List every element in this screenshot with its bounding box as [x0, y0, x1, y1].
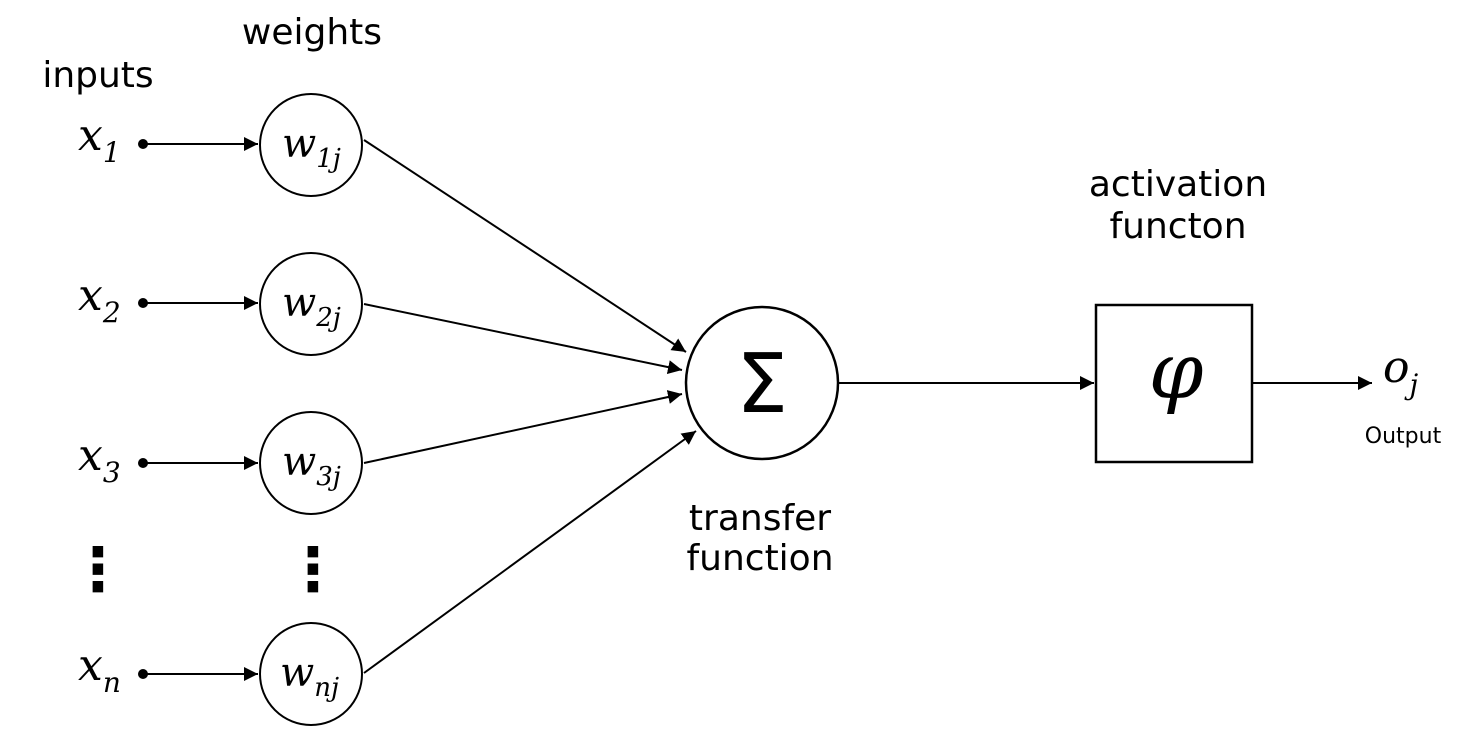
output-caption: Output: [1365, 424, 1442, 449]
input-x3: x3: [78, 430, 121, 489]
sigma-symbol: Σ: [736, 337, 788, 432]
activation-function-box: [1094, 303, 1254, 464]
input-row-n: xn wnj: [78, 622, 363, 726]
weight-node-2: [259, 252, 363, 356]
transfer-label-line2: function: [686, 538, 833, 579]
weight-node-n: [259, 622, 363, 726]
activation-label-line2: functon: [1109, 206, 1246, 247]
input-xn: xn: [78, 640, 121, 699]
input-x1: x1: [78, 110, 121, 169]
weight-w1j: w1j: [282, 121, 341, 174]
weight-to-sum-arrow-n: [363, 430, 697, 674]
weight-w3j: w3j: [282, 439, 341, 492]
weight-to-sum-arrow-1: [363, 139, 687, 353]
inputs-ellipsis: ⋮: [68, 535, 128, 605]
inputs-heading: inputs: [42, 55, 153, 96]
weight-to-sum-arrow-2: [363, 303, 683, 375]
activation-label-line1: activation: [1089, 164, 1267, 205]
weight-node-3: [259, 411, 363, 515]
input-row-3: x3 w3j: [78, 411, 363, 515]
weight-to-sum-arrow-3: [363, 390, 683, 464]
transfer-label-line1: transfer: [689, 498, 831, 539]
input-row-2: x2 w2j: [78, 252, 363, 356]
input-x2: x2: [78, 270, 121, 329]
weights-heading: weights: [242, 12, 382, 53]
weight-w2j: w2j: [282, 280, 341, 333]
weights-ellipsis: ⋮: [283, 535, 343, 605]
weight-wnj: wnj: [280, 650, 339, 703]
phi-symbol: φ: [1149, 327, 1204, 417]
output-oj: oj: [1383, 342, 1419, 401]
input-row-1: x1 w1j: [78, 93, 363, 197]
weight-node-1: [259, 93, 363, 197]
